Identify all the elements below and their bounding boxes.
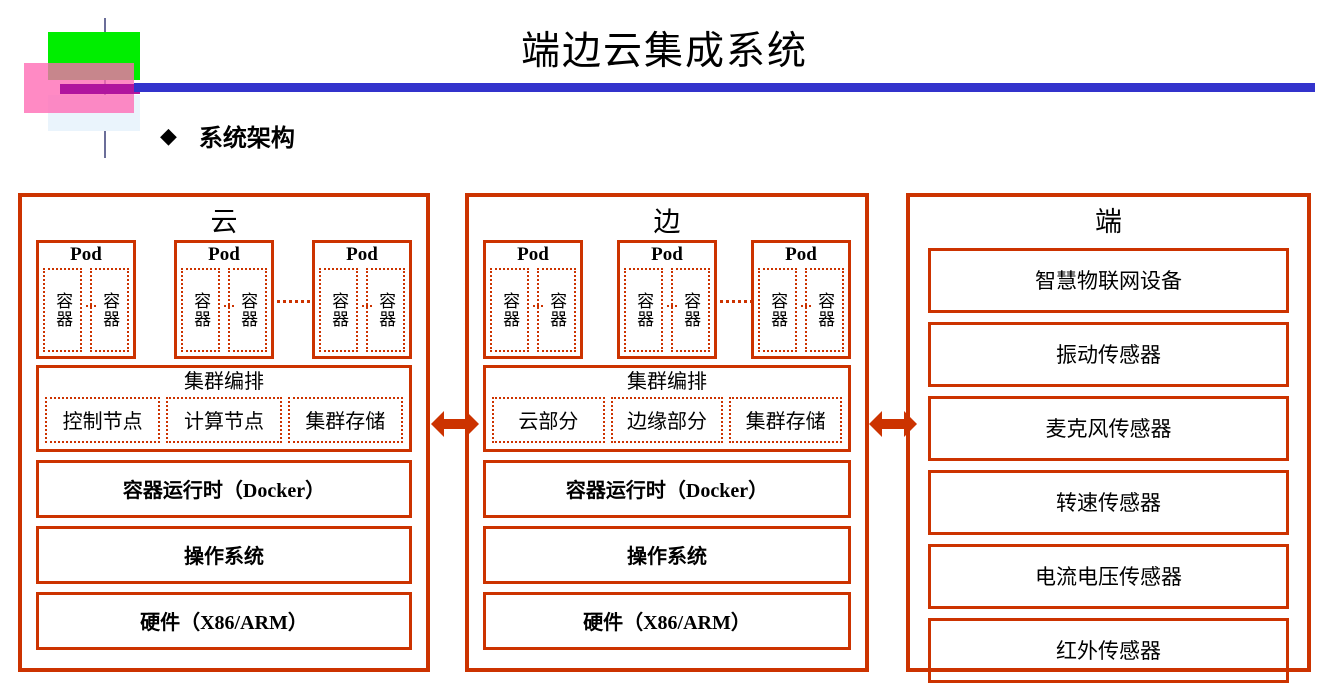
container-link-dotted-line	[533, 305, 543, 307]
container-box[interactable]: 容器	[181, 267, 220, 352]
pod-containers: 容器 容器	[624, 267, 710, 352]
page-title: 端边云集成系统	[520, 30, 808, 73]
end-item-infrared-sensor[interactable]: 红外传感器	[928, 618, 1289, 683]
double-arrow-icon	[431, 411, 479, 437]
orchestration-cells: 云部分 边缘部分 集群存储	[492, 397, 843, 443]
pod-containers: 容器 容器	[758, 267, 844, 352]
end-item-iot-device[interactable]: 智慧物联网设备	[928, 248, 1289, 313]
panel-end[interactable]: 端 智慧物联网设备 振动传感器 麦克风传感器 转速传感器 电流电压传感器 红外传…	[906, 193, 1311, 683]
cloud-stack-container-runtime[interactable]: 容器运行时（Docker）	[36, 460, 412, 518]
double-arrow-icon	[869, 411, 917, 437]
pod-containers: 容器 容器	[181, 267, 267, 352]
end-item-current-voltage-sensor[interactable]: 电流电压传感器	[928, 544, 1289, 609]
pod-label: Pod	[208, 244, 240, 265]
edge-orchestration-block: 集群编排 云部分 边缘部分 集群存储	[483, 365, 851, 452]
orchestration-cells: 控制节点 计算节点 集群存储	[45, 397, 403, 443]
architecture-diagram: 云 Pod 容器 容器 Pod 容器 容器 Pod	[0, 193, 1329, 683]
pod-label: Pod	[346, 244, 378, 265]
container-box[interactable]: 容器	[366, 267, 405, 352]
header-accent-line	[134, 83, 1315, 92]
panel-edge-title: 边	[653, 207, 681, 237]
panel-edge-pods-row: Pod 容器 容器 Pod 容器 容器 Pod 容器	[469, 240, 865, 359]
diamond-bullet-icon: ◆	[160, 122, 177, 148]
end-item-microphone-sensor[interactable]: 麦克风传感器	[928, 396, 1289, 461]
edge-stack-container-runtime[interactable]: 容器运行时（Docker）	[483, 460, 851, 518]
container-box[interactable]: 容器	[624, 267, 663, 352]
container-box[interactable]: 容器	[671, 267, 710, 352]
cloud-stack-hardware[interactable]: 硬件（X86/ARM）	[36, 592, 412, 650]
pod-link-dotted-line	[707, 300, 765, 303]
pod-containers: 容器 容器	[319, 267, 405, 352]
panel-end-title: 端	[1095, 207, 1122, 237]
pod-edge-1[interactable]: Pod 容器 容器	[483, 240, 583, 359]
pod-label: Pod	[651, 244, 683, 265]
panel-cloud[interactable]: 云 Pod 容器 容器 Pod 容器 容器 Pod	[18, 193, 430, 672]
container-box[interactable]: 容器	[537, 267, 576, 352]
cloud-orchestration-block: 集群编排 控制节点 计算节点 集群存储	[36, 365, 412, 452]
container-link-dotted-line	[801, 305, 811, 307]
end-item-vibration-sensor[interactable]: 振动传感器	[928, 322, 1289, 387]
section-heading: ◆ 系统架构	[160, 118, 295, 153]
edge-stack-operating-system[interactable]: 操作系统	[483, 526, 851, 584]
pod-label: Pod	[70, 244, 102, 265]
panel-cloud-title: 云	[210, 207, 238, 237]
end-item-speed-sensor[interactable]: 转速传感器	[928, 470, 1289, 535]
pod-cloud-2[interactable]: Pod 容器 容器	[174, 240, 274, 359]
pod-cloud-1[interactable]: Pod 容器 容器	[36, 240, 136, 359]
orchestration-cell-control-node[interactable]: 控制节点	[45, 397, 161, 443]
container-box[interactable]: 容器	[490, 267, 529, 352]
container-link-dotted-line	[362, 305, 372, 307]
pod-link-dotted-line	[266, 300, 328, 303]
container-box[interactable]: 容器	[228, 267, 267, 352]
pod-containers: 容器 容器	[43, 267, 129, 352]
panel-cloud-pods-row: Pod 容器 容器 Pod 容器 容器 Pod 容器	[22, 240, 426, 359]
pod-label: Pod	[785, 244, 817, 265]
orchestration-cell-compute-node[interactable]: 计算节点	[166, 397, 282, 443]
section-heading-label: 系统架构	[198, 124, 295, 152]
panel-edge[interactable]: 边 Pod 容器 容器 Pod 容器 容器 Pod	[465, 193, 869, 672]
cloud-stack-operating-system[interactable]: 操作系统	[36, 526, 412, 584]
edge-stack-hardware[interactable]: 硬件（X86/ARM）	[483, 592, 851, 650]
pod-edge-2[interactable]: Pod 容器 容器	[617, 240, 717, 359]
logo-purple-bar	[60, 84, 140, 94]
orchestration-cell-cluster-storage[interactable]: 集群存储	[287, 397, 403, 443]
orchestration-title: 集群编排	[627, 371, 707, 393]
orchestration-cell-cloud-part[interactable]: 云部分	[492, 397, 605, 443]
container-link-dotted-line	[86, 305, 96, 307]
pod-containers: 容器 容器	[490, 267, 576, 352]
pod-cloud-3[interactable]: Pod 容器 容器	[312, 240, 412, 359]
container-link-dotted-line	[667, 305, 677, 307]
orchestration-cell-cluster-storage[interactable]: 集群存储	[729, 397, 843, 443]
container-box[interactable]: 容器	[319, 267, 358, 352]
container-link-dotted-line	[224, 305, 234, 307]
container-box[interactable]: 容器	[758, 267, 797, 352]
container-box[interactable]: 容器	[43, 267, 82, 352]
pod-edge-3[interactable]: Pod 容器 容器	[751, 240, 851, 359]
container-box[interactable]: 容器	[90, 267, 129, 352]
orchestration-cell-edge-part[interactable]: 边缘部分	[610, 397, 724, 443]
pod-label: Pod	[517, 244, 549, 265]
container-box[interactable]: 容器	[805, 267, 844, 352]
orchestration-title: 集群编排	[184, 371, 264, 393]
